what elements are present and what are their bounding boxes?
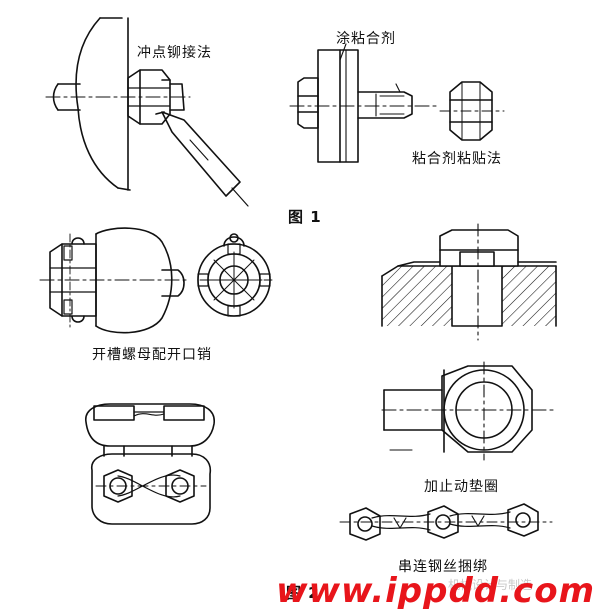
adhesive-bonding-drawing <box>289 43 505 163</box>
paired-bolt-wire-drawing <box>85 403 215 525</box>
site-watermark: www.ippdd.com <box>276 571 595 611</box>
slotted-nut-cotter-pin-label: 开槽螺母配开口销 <box>92 347 212 363</box>
punch-riveting-label: 冲点铆接法 <box>137 45 212 61</box>
adhesive-bonding-label: 粘合剂粘贴法 <box>412 151 502 167</box>
lock-washer-drawing <box>381 361 557 461</box>
series-wire-binding-drawing <box>339 503 553 541</box>
punch-riveting-drawing <box>45 17 249 207</box>
series-wire-binding-label: 串连钢丝捆绑 <box>398 559 488 575</box>
watermark-faint-text: 机械设计与制造 <box>448 578 533 592</box>
slotted-nut-cotter-pin-drawing <box>39 227 273 334</box>
lock-washer-label: 加止动垫圈 <box>424 479 499 495</box>
figure-1-label: 图 1 <box>288 208 322 226</box>
figure-2-label: 图 2 <box>286 584 320 602</box>
apply-adhesive-label: 涂粘合剂 <box>336 31 396 47</box>
bolt-section-drawing <box>381 223 557 341</box>
